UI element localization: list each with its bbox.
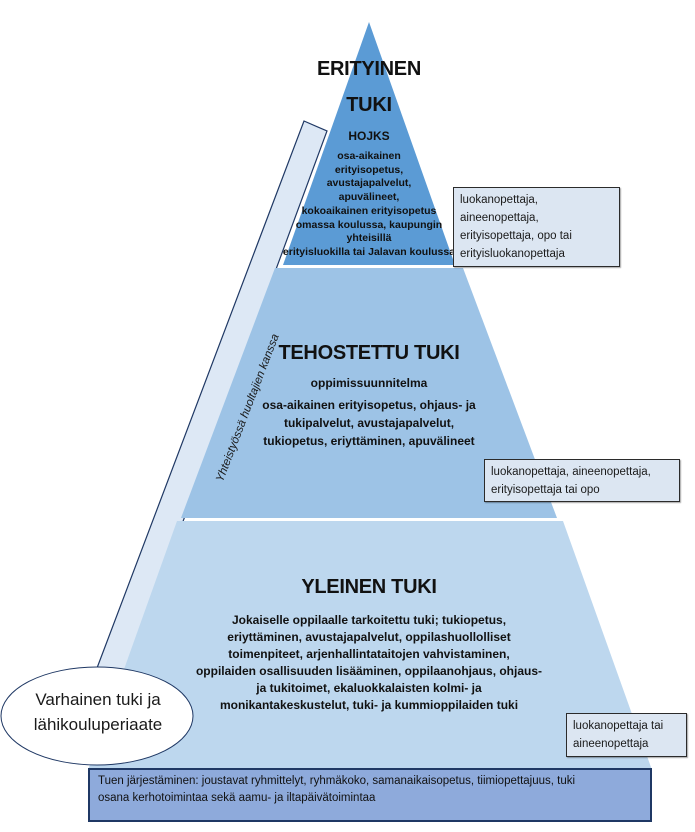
ellipse-line: Varhainen tuki ja	[35, 690, 161, 709]
footer-box: Tuen järjestäminen: joustavat ryhmittely…	[88, 768, 652, 822]
body-line: osa-aikainen	[337, 150, 401, 162]
body-line: erityisluokilla tai Jalavan koulussa	[282, 245, 456, 258]
body-line: eriyttäminen, avustajapalvelut, oppilash…	[227, 630, 511, 644]
tier-erityinen-subtitle: HOJKS	[348, 129, 390, 143]
tier-erityinen-body: osa-aikainen erityisopetus, avustajapalv…	[269, 150, 469, 260]
body-line: tukiopetus, eriyttäminen, apuvälineet	[263, 434, 475, 448]
ellipse-shape	[0, 666, 194, 766]
body-line: toimenpiteet, arjenhallintataitojen vahv…	[228, 647, 510, 661]
footer-line: Tuen järjestäminen: joustavat ryhmittely…	[98, 775, 576, 787]
body-line: osa-aikainen erityisopetus, ohjaus- ja	[262, 398, 476, 412]
tier-yleinen-body: Jokaiselle oppilaalle tarkoitettu tuki; …	[169, 612, 569, 714]
body-line: avustajapalvelut,	[326, 177, 412, 190]
tier-erityinen-title-line2: TUKI	[346, 94, 392, 116]
tier-yleinen-shape	[88, 521, 652, 770]
staff-box-tehostettu: luokanopettaja, aineenopettaja, erityiso…	[484, 459, 680, 502]
tier-yleinen-title: YLEINEN TUKI	[301, 576, 437, 598]
staff-line: aineenopettaja	[573, 738, 649, 750]
ellipse-line: lähikouluperiaate	[33, 715, 163, 734]
staff-line: erityisluokanopettaja	[460, 248, 565, 260]
tier-tehostettu-shape	[181, 268, 557, 518]
ellipse-label: Varhainen tuki ja lähikouluperiaate	[10, 687, 186, 737]
footer-line: osana kerhotoimintaa sekä aamu- ja iltap…	[98, 792, 376, 804]
staff-line: luokanopettaja tai	[573, 720, 664, 732]
staff-line: luokanopettaja,	[460, 194, 539, 206]
tier-erityinen-shape	[283, 22, 455, 265]
staff-line: luokanopettaja, aineenopettaja,	[491, 466, 651, 478]
tier-tehostettu-title: TEHOSTETTU TUKI	[278, 342, 460, 364]
body-line: kokoaikainen erityisopetus	[301, 204, 437, 217]
staff-line: aineenopettaja,	[460, 212, 539, 224]
body-line: oppilaiden osallisuuden lisääminen, oppi…	[195, 664, 543, 678]
body-line: tukipalvelut, avustajapalvelut,	[283, 416, 455, 430]
staff-box-erityinen: luokanopettaja, aineenopettaja, erityiso…	[453, 187, 620, 267]
tier-tehostettu-subtitle: oppimissuunnitelma	[310, 376, 428, 390]
body-line: ja tukitoimet, ekaluokkalaisten kolmi- j…	[256, 681, 482, 695]
body-line: monikantakeskustelut, tuki- ja kummioppi…	[219, 698, 519, 712]
body-line: yhteisillä	[346, 232, 392, 245]
staff-box-yleinen: luokanopettaja tai aineenopettaja	[566, 713, 687, 757]
body-line: Jokaiselle oppilaalle tarkoitettu tuki; …	[231, 613, 507, 627]
body-line: omassa koulussa, kaupungin	[295, 218, 443, 231]
body-line: erityisopetus,	[334, 163, 404, 176]
tier-erityinen-title-line1: ERITYINEN	[317, 58, 421, 80]
tier-tehostettu-body: osa-aikainen erityisopetus, ohjaus- ja t…	[219, 396, 519, 450]
staff-line: erityisopettaja tai opo	[491, 484, 600, 496]
body-line: apuvälineet,	[338, 191, 400, 204]
staff-line: erityisopettaja, opo tai	[460, 230, 572, 242]
